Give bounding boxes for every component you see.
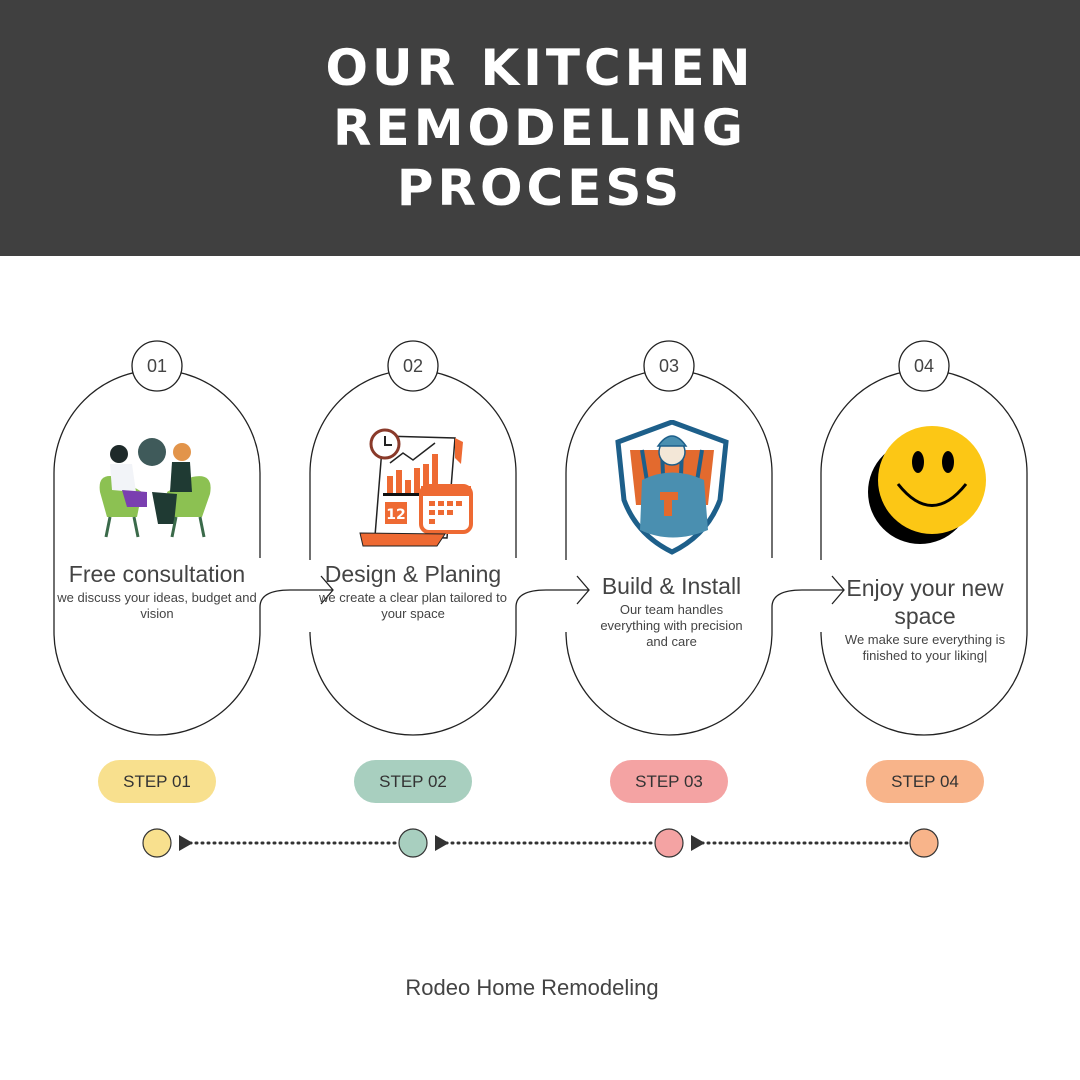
timeline-dot: [398, 828, 428, 858]
page-title: OUR KITCHEN REMODELING PROCESS: [325, 39, 755, 217]
connector-arrow: [515, 575, 590, 608]
step-description: we create a clear plan tailored to your …: [319, 590, 507, 621]
step-description: Our team handles everything with precisi…: [600, 602, 743, 649]
step-pill-4: STEP 04: [866, 760, 984, 803]
step-card-1: Free consultation we discuss your ideas,…: [57, 560, 257, 622]
step-number: 04: [913, 356, 935, 376]
step-pill-3: STEP 03: [610, 760, 728, 803]
svg-text:12: 12: [386, 507, 405, 523]
step-card-2: Design & Planing we create a clear plan …: [313, 560, 513, 622]
timeline-arrow-icon: [179, 835, 193, 851]
timeline-arrow-icon: [435, 835, 449, 851]
step-title: Design & Planing: [324, 561, 502, 587]
step-number-circle: [387, 340, 439, 392]
step-card-4: Enjoy your new space We make sure everyt…: [830, 574, 1020, 664]
step-capsule-outline: [53, 607, 261, 736]
step-number-circle: [131, 340, 183, 392]
step-pill-2: STEP 02: [354, 760, 472, 803]
timeline-arrow-icon: [691, 835, 705, 851]
smiley-face-illustration: [868, 426, 986, 544]
timeline-dot: [142, 828, 172, 858]
worker-shield-illustration: [615, 420, 729, 555]
step-card-3: Build & Install Our team handles everyth…: [599, 572, 744, 650]
step-title: Enjoy your new space: [846, 575, 1004, 629]
step-capsule-outline: [565, 607, 773, 736]
step-number: 02: [402, 356, 424, 376]
timeline-dot: [654, 828, 684, 858]
timeline-dot: [909, 828, 939, 858]
step-pill-1: STEP 01: [98, 760, 216, 803]
step-capsule-outline: [309, 607, 517, 736]
step-description: we discuss your ideas, budget and vision: [57, 590, 257, 621]
step-title: Build & Install: [601, 573, 742, 599]
step-number-circle: [898, 340, 950, 392]
step-description: We make sure everything is finished to y…: [844, 632, 1006, 663]
step-number: 01: [146, 356, 168, 376]
step-capsule-outline: [820, 631, 1028, 736]
planning-calendar-illustration: 12: [359, 428, 473, 547]
step-number-circle: [643, 340, 695, 392]
connector-arrow: [259, 575, 334, 608]
company-name: Rodeo Home Remodeling: [405, 975, 659, 1000]
step-number: 03: [658, 356, 680, 376]
connector-arrow: [771, 575, 845, 608]
header-banner: OUR KITCHEN REMODELING PROCESS: [0, 0, 1080, 256]
step-title: Free consultation: [68, 561, 246, 587]
consultation-illustration: [99, 438, 211, 538]
